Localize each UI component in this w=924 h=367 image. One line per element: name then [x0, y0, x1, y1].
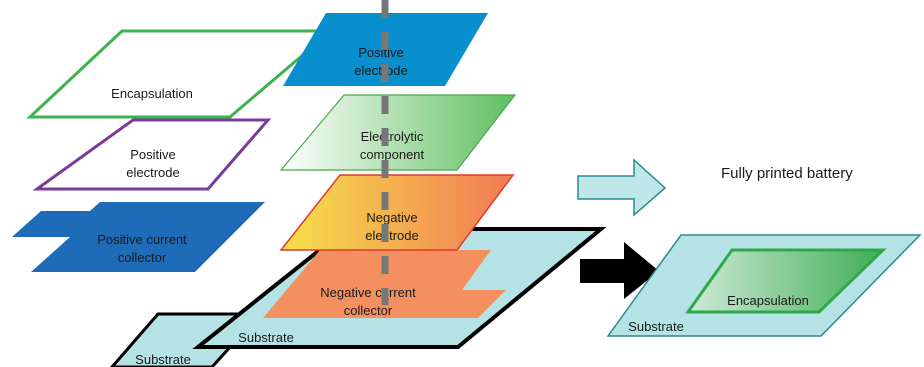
negative-current-collector-layer: Negative current collector: [263, 250, 506, 318]
electrolytic-component-label-line1: Electrolytic: [361, 129, 424, 144]
negative-current-collector-label-line2: collector: [344, 303, 393, 318]
electrolytic-component-label-line2: component: [360, 147, 425, 162]
negative-electrode-label-line1: Negative: [366, 210, 417, 225]
negative-current-collector-label-line1: Negative current: [320, 285, 416, 300]
positive-electrode-outline-label-line2: electrode: [126, 165, 179, 180]
negative-electrode-label-line2: electrode: [365, 228, 418, 243]
fully-printed-battery-caption: Fully printed battery: [721, 165, 853, 182]
positive-electrode-label-line2: electrode: [354, 63, 407, 78]
positive-current-collector-label-line2: collector: [118, 250, 167, 265]
result-encapsulation-layer: Encapsulation: [685, 248, 887, 314]
electrolytic-component-layer: Electrolytic component: [279, 94, 517, 171]
encapsulation-layer-outline: Encapsulation: [26, 29, 336, 119]
positive-current-collector-layer: Positive current collector: [12, 202, 265, 272]
negative-electrode-layer: Negative electrode: [279, 174, 515, 251]
positive-current-collector-label-line1: Positive current: [97, 232, 187, 247]
result-substrate-label: Substrate: [628, 319, 684, 334]
dark-arrow-icon: [580, 242, 659, 299]
positive-electrode-label-line1: Positive: [358, 45, 404, 60]
substrate-main-label: Substrate: [238, 330, 294, 345]
light-arrow-icon: [577, 158, 667, 217]
encapsulation-outline-label: Encapsulation: [111, 86, 193, 101]
positive-electrode-layer-outline: Positive electrode: [32, 118, 272, 191]
substrate-back-label: Substrate: [135, 352, 191, 367]
positive-electrode-outline-label-line1: Positive: [130, 147, 176, 162]
result-encapsulation-label: Encapsulation: [727, 293, 809, 308]
